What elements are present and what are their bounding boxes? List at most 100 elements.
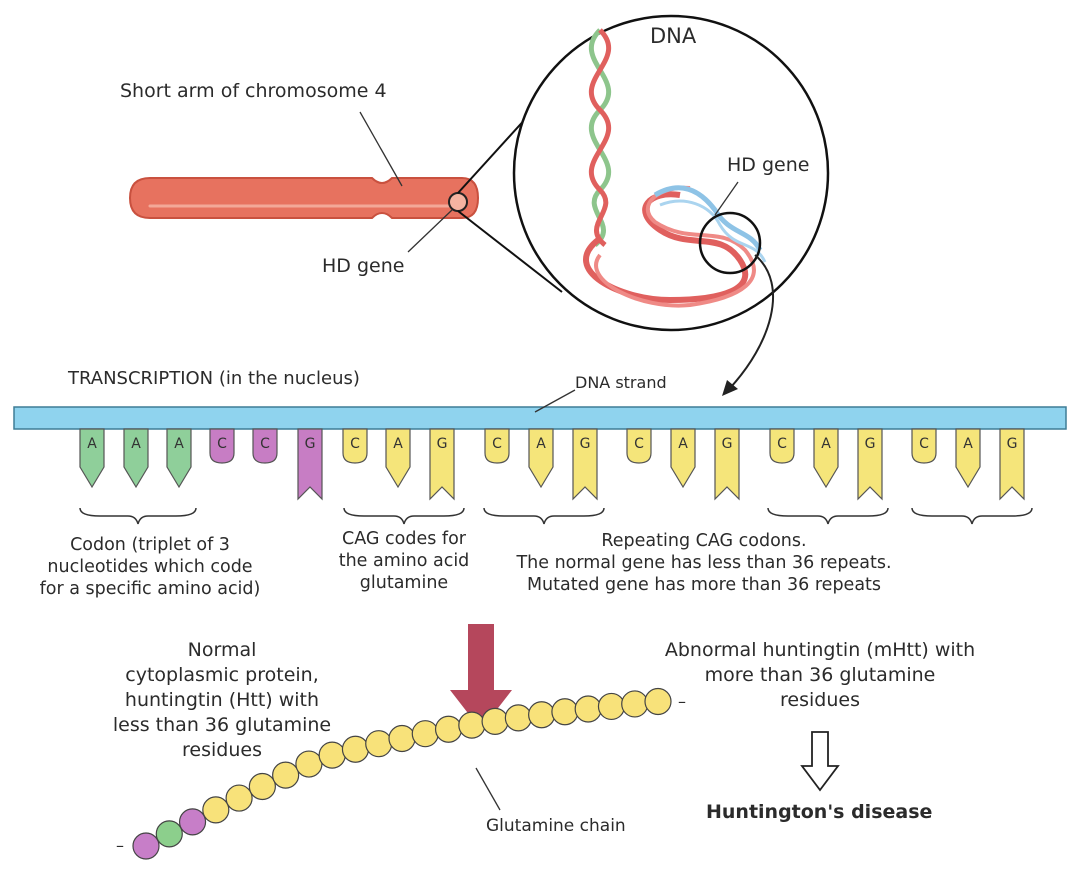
bead-yellow [621, 690, 649, 718]
chain-end-left: – [116, 836, 124, 855]
nucleotide-letter: G [865, 436, 876, 452]
chain-end-right: – [678, 692, 686, 711]
cag-note: CAG codes for the amino acid glutamine [318, 528, 490, 594]
bead-yellow [458, 711, 486, 739]
nucleotide-letter: G [722, 436, 733, 452]
nucleotide-letter: C [350, 436, 360, 452]
nucleotide-a: A [166, 428, 192, 489]
normal-note-line: cytoplasmic protein, [125, 664, 319, 686]
repeat-note-line: The normal gene has less than 36 repeats… [516, 553, 892, 573]
nucleotide-letter: A [536, 436, 546, 452]
dna-label: DNA [650, 24, 697, 48]
normal-note-line: Normal [187, 639, 257, 661]
nucleotide-c: C [252, 428, 278, 464]
codon-note-line: nucleotides which code [47, 557, 253, 577]
nucleotide-a: A [385, 428, 411, 489]
nucleotide-letter: C [634, 436, 644, 452]
bead-yellow [225, 784, 253, 812]
nucleotide-letter: C [919, 436, 929, 452]
bead-purple [178, 808, 207, 836]
nucleotide-g: G [429, 428, 455, 501]
nucleotide-a: A [813, 428, 839, 489]
nucleotide-g: G [714, 428, 740, 501]
nucleotide-letter: G [305, 436, 316, 452]
normal-note-line: less than 36 glutamine [112, 714, 332, 736]
nucleotide-c: C [209, 428, 235, 464]
nucleotide-letter: G [1007, 436, 1018, 452]
hd-gene-zoom-label: HD gene [727, 154, 810, 176]
nucleotide-c: C [484, 428, 510, 464]
hd-gene-highlight [698, 211, 762, 275]
nucleotide-g: G [999, 428, 1025, 501]
bead-yellow [597, 692, 626, 721]
hd-gene-label: HD gene [322, 255, 405, 277]
normal-protein-note: Normal cytoplasmic protein, huntingtin (… [96, 638, 348, 763]
codon-note: Codon (triplet of 3 nucleotides which co… [30, 534, 270, 600]
normal-note-line: huntingtin (Htt) with [124, 689, 320, 711]
repeat-brace-3 [911, 507, 1033, 525]
bead-yellow [574, 695, 602, 723]
zoom-to-strand-arrow [729, 254, 774, 389]
disease-arrow [800, 731, 840, 792]
nucleotide-letter: C [260, 436, 270, 452]
nucleotide-a: A [670, 428, 696, 489]
normal-note-line: residues [182, 739, 262, 761]
nucleotide-c: C [342, 428, 368, 464]
codon-note-line: Codon (triplet of 3 [70, 535, 230, 555]
chromosome-label: Short arm of chromosome 4 [120, 80, 387, 102]
nucleotide-letter: A [131, 436, 141, 452]
nucleotide-letter: A [963, 436, 973, 452]
bead-purple [132, 832, 160, 860]
abnormal-note-line: residues [780, 689, 860, 711]
chromosome-leader [359, 111, 403, 187]
glutamine-chain-leader [475, 767, 501, 811]
glutamine-chain [132, 687, 672, 860]
nucleotide-letter: G [580, 436, 591, 452]
nucleotide-c: C [626, 428, 652, 464]
cag-note-line: CAG codes for [342, 529, 466, 549]
repeat-brace-1 [483, 507, 605, 525]
cag-note-line: the amino acid [338, 551, 470, 571]
transcription-heading: TRANSCRIPTION (in the nucleus) [68, 368, 360, 389]
bead-yellow [551, 698, 579, 726]
nucleotide-letter: A [821, 436, 831, 452]
abnormal-note-line: Abnormal huntingtin (mHtt) with [664, 639, 976, 661]
nucleotide-letter: A [174, 436, 184, 452]
nucleotide-g: G [297, 428, 323, 501]
nucleotide-letter: A [393, 436, 403, 452]
repeat-brace-2 [767, 507, 889, 525]
nucleotide-g: G [572, 428, 598, 501]
chromosome [128, 177, 480, 219]
huntingtons-label: Huntington's disease [706, 801, 933, 823]
nucleotide-letter: A [678, 436, 688, 452]
nucleotide-c: C [911, 428, 937, 464]
glutamine-chain-label: Glutamine chain [486, 816, 626, 836]
dna-strand-label: DNA strand [575, 373, 667, 392]
bead-yellow [481, 707, 509, 735]
nucleotide-letter: C [217, 436, 227, 452]
zoom-line-bottom [457, 210, 563, 293]
nucleotide-c: C [769, 428, 795, 464]
cag-brace [343, 507, 465, 525]
bead-yellow [504, 704, 532, 732]
nucleotide-g: G [857, 428, 883, 501]
cag-note-line: glutamine [359, 573, 449, 593]
dna-helix [583, 28, 767, 308]
hd-gene-leader [407, 209, 453, 253]
hd-gene-spot [448, 192, 468, 212]
translation-arrow [450, 624, 512, 730]
bead-yellow [272, 761, 300, 789]
bead-yellow [411, 720, 439, 748]
nucleotide-letter: C [777, 436, 787, 452]
bead-yellow [202, 796, 230, 824]
bead-yellow [388, 724, 416, 753]
hd-gene-zoom-leader [714, 181, 739, 216]
codon-brace [79, 507, 197, 525]
bead-yellow [434, 715, 463, 743]
nucleotide-a: A [123, 428, 149, 489]
dna-strand-bar [13, 406, 1067, 430]
nucleotide-letter: C [492, 436, 502, 452]
